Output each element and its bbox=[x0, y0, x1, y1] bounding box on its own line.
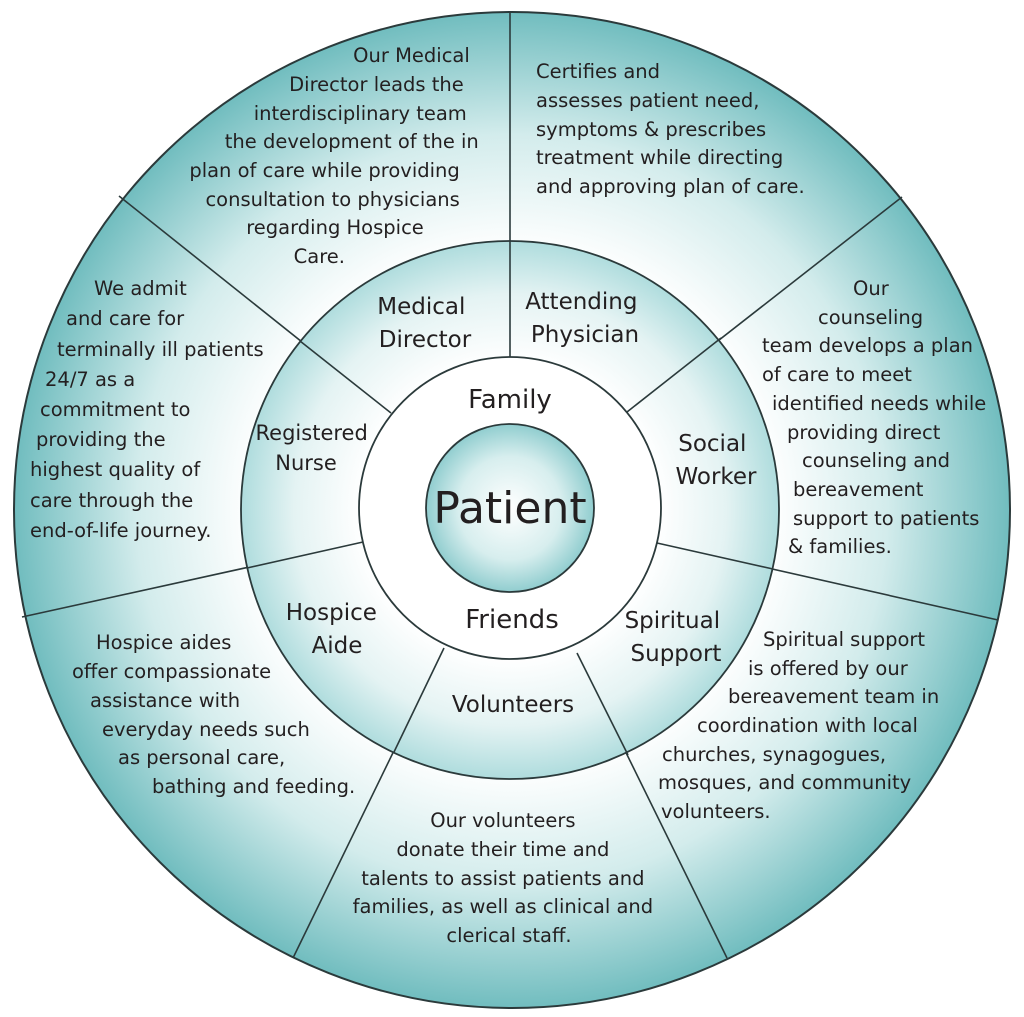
desc-line: plan of care while providing bbox=[189, 159, 459, 182]
desc-spiritual-support: Spiritual support is offered by our bere… bbox=[658, 628, 945, 823]
role-line: Worker bbox=[675, 464, 757, 490]
family-label: Family bbox=[468, 385, 552, 415]
desc-line: Spiritual support bbox=[763, 628, 925, 651]
desc-line: the development of the in bbox=[225, 130, 479, 153]
desc-line: treatment while directing bbox=[536, 146, 783, 169]
desc-line: families, as well as clinical and bbox=[353, 895, 654, 918]
role-volunteers: Volunteers bbox=[452, 692, 574, 718]
desc-line: is offered by our bbox=[748, 657, 909, 680]
desc-line: assistance with bbox=[90, 689, 240, 712]
desc-line: clerical staff. bbox=[446, 924, 571, 947]
desc-line: Our bbox=[853, 277, 890, 300]
desc-line: Our volunteers bbox=[430, 809, 575, 832]
role-line: Attending bbox=[525, 289, 637, 315]
desc-line: symptoms & prescribes bbox=[536, 118, 766, 141]
desc-line: and approving plan of care. bbox=[536, 175, 805, 198]
desc-line: Our Medical bbox=[353, 44, 470, 67]
desc-line: bereavement bbox=[793, 478, 924, 501]
role-medical-director: Medical Director bbox=[377, 294, 472, 353]
desc-attending-physician: Certifies and assesses patient need, sym… bbox=[536, 60, 805, 198]
role-line: Hospice bbox=[286, 600, 377, 626]
desc-line: as personal care, bbox=[118, 746, 285, 769]
role-line: Physician bbox=[531, 322, 639, 348]
middle-divider-lines bbox=[246, 241, 774, 756]
desc-line: assesses patient need, bbox=[536, 89, 759, 112]
role-line: Medical bbox=[377, 294, 465, 320]
desc-volunteers: Our volunteers donate their time and tal… bbox=[353, 809, 660, 947]
role-line: Social bbox=[678, 431, 746, 457]
desc-line: team develops a plan bbox=[762, 334, 973, 357]
desc-line: terminally ill patients bbox=[57, 338, 264, 361]
desc-line: identified needs while bbox=[772, 392, 986, 415]
desc-line: support to patients bbox=[793, 507, 979, 530]
role-line: Director bbox=[379, 327, 472, 353]
friends-label: Friends bbox=[465, 605, 559, 635]
desc-line: Hospice aides bbox=[96, 631, 231, 654]
desc-line: providing the bbox=[36, 428, 166, 451]
role-line: Aide bbox=[312, 633, 363, 659]
desc-line: highest quality of bbox=[30, 458, 201, 481]
desc-line: offer compassionate bbox=[72, 660, 271, 683]
role-line: Registered bbox=[256, 421, 368, 445]
desc-line: We admit bbox=[94, 277, 187, 300]
patient-core bbox=[425, 423, 595, 593]
desc-line: regarding Hospice bbox=[246, 216, 424, 239]
desc-line: providing direct bbox=[787, 421, 941, 444]
desc-line: talents to assist patients and bbox=[361, 867, 644, 890]
desc-line: Certifies and bbox=[536, 60, 660, 83]
mid-divider-ap-sw bbox=[626, 337, 722, 413]
desc-line: care through the bbox=[30, 489, 193, 512]
role-line: Volunteers bbox=[452, 692, 574, 718]
mid-divider-ha-rn bbox=[246, 541, 364, 569]
mid-divider-sw-ss bbox=[656, 542, 774, 570]
desc-line: volunteers. bbox=[661, 800, 771, 823]
mid-divider-vol-ha bbox=[393, 647, 445, 753]
desc-line: interdisciplinary team bbox=[254, 102, 467, 125]
desc-line: counseling and bbox=[802, 449, 950, 472]
desc-registered-nurse: We admit and care for terminally ill pat… bbox=[30, 277, 270, 542]
mid-divider-ss-vol bbox=[576, 652, 629, 756]
desc-line: Director leads the bbox=[289, 73, 464, 96]
desc-line: 24/7 as a bbox=[45, 368, 135, 391]
desc-medical-director: Our Medical Director leads the interdisc… bbox=[189, 44, 485, 268]
role-spiritual-support: Spiritual Support bbox=[625, 608, 728, 667]
desc-social-worker: Our counseling team develops a plan of c… bbox=[762, 277, 993, 558]
desc-line: everyday needs such bbox=[102, 718, 310, 741]
desc-line: donate their time and bbox=[396, 838, 609, 861]
desc-line: end-of-life journey. bbox=[30, 519, 212, 542]
desc-line: bereavement team in bbox=[728, 685, 939, 708]
desc-line: and care for bbox=[66, 307, 185, 330]
role-registered-nurse: Registered Nurse bbox=[256, 421, 375, 475]
desc-hospice-aide: Hospice aides offer compassionate assist… bbox=[72, 631, 355, 798]
desc-line: commitment to bbox=[40, 398, 190, 421]
desc-line: coordination with local bbox=[697, 714, 918, 737]
desc-line: counseling bbox=[818, 306, 923, 329]
desc-line: mosques, and community bbox=[658, 771, 911, 794]
desc-line: churches, synagogues, bbox=[662, 743, 886, 766]
role-social-worker: Social Worker bbox=[675, 431, 757, 490]
desc-line: consultation to physicians bbox=[205, 188, 459, 211]
patient-label: Patient bbox=[433, 483, 586, 534]
role-line: Nurse bbox=[275, 451, 337, 475]
desc-line: of care to meet bbox=[762, 363, 912, 386]
desc-line: bathing and feeding. bbox=[152, 775, 355, 798]
role-attending-physician: Attending Physician bbox=[525, 289, 645, 348]
role-line: Support bbox=[631, 641, 722, 667]
desc-line: & families. bbox=[788, 535, 892, 558]
mid-divider-rn-md bbox=[299, 340, 392, 414]
desc-line: Care. bbox=[294, 245, 345, 268]
role-hospice-aide: Hospice Aide bbox=[286, 600, 384, 659]
role-line: Spiritual bbox=[625, 608, 721, 634]
